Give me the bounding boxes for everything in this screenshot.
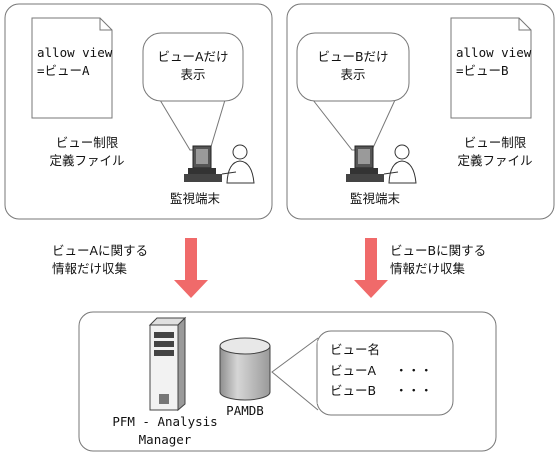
policy-file-b-icon: [450, 17, 532, 119]
view-b-bubble: [296, 32, 410, 102]
view-b-bubble-line2: 表示: [340, 67, 366, 82]
server-icon: [148, 316, 187, 412]
view-a-bubble: [142, 32, 244, 102]
arrow-right-text-line2: 情報だけ収集: [390, 261, 466, 276]
db-label: PAMDB: [226, 403, 264, 418]
terminal-a-icon: [184, 144, 255, 184]
policy-file-a-icon: [31, 17, 113, 119]
terminal-b-label: 監視端末: [349, 191, 400, 206]
policy-file-b-label-line2: 定義ファイル: [457, 153, 533, 168]
view-a-bubble-line2: 表示: [180, 67, 206, 82]
terminal-a-label: 監視端末: [169, 191, 220, 206]
database-icon: [219, 337, 271, 401]
db-callout-box: [316, 330, 454, 416]
callout-view-b-ellipsis: ・・・: [395, 383, 433, 398]
callout-view-b: ビューB: [330, 383, 377, 398]
policy-file-b-label-line1: ビュー制限: [463, 135, 527, 150]
policy-file-b-line1: allow view: [456, 45, 532, 60]
view-a-bubble-line1: ビューAだけ: [157, 49, 229, 64]
arrow-right-text-line1: ビューBに関する: [390, 243, 487, 258]
callout-view-a-ellipsis: ・・・: [395, 363, 433, 378]
policy-file-a-label-line1: ビュー制限: [55, 135, 119, 150]
policy-file-a-line2: =ビューA: [37, 63, 90, 78]
arrow-left-text-line2: 情報だけ収集: [52, 261, 128, 276]
policy-file-a-line1: allow view: [37, 45, 113, 60]
policy-file-b-line2: =ビューB: [456, 63, 509, 78]
policy-file-a-label-line2: 定義ファイル: [49, 153, 125, 168]
callout-view-a: ビューA: [330, 363, 377, 378]
db-callout-pointer: [271, 337, 319, 411]
arrow-down-left-icon: [174, 238, 208, 298]
arrow-left-text-line1: ビューAに関する: [52, 243, 149, 258]
server-label-line1: PFM - Analysis: [112, 414, 218, 429]
arrow-down-right-icon: [354, 238, 388, 298]
terminal-b-icon: [346, 144, 417, 184]
server-label-line2: Manager: [138, 432, 192, 447]
callout-header: ビュー名: [330, 342, 381, 357]
view-b-bubble-line1: ビューBだけ: [317, 49, 389, 64]
